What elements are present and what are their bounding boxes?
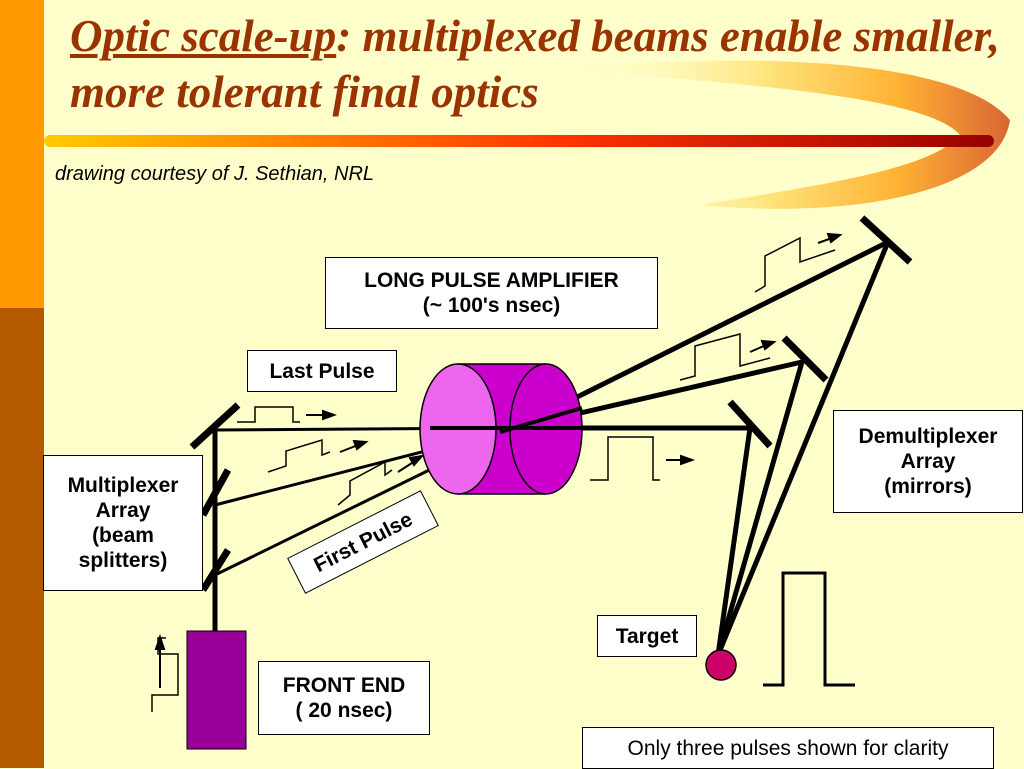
target-label: Target [597, 615, 697, 657]
title-suffix: : multiplexed beams enable smaller, more… [70, 11, 1000, 117]
target-text: Target [615, 624, 679, 648]
demux-line2: Array [900, 450, 956, 473]
amplifier-label-line1: LONG PULSE AMPLIFIER [364, 269, 619, 292]
front-end-block [186, 630, 247, 750]
pulse-shape-2 [267, 438, 331, 473]
demultiplexer-label: Demultiplexer Array (mirrors) [833, 410, 1023, 513]
beam-to-target-3 [715, 425, 753, 658]
multiplexer-line1: Multiplexer [67, 474, 179, 497]
pulse-shape-3 [337, 460, 393, 506]
front-end-label: FRONT END ( 20 nsec) [258, 661, 430, 735]
demux-mirror-low [727, 399, 773, 449]
front-end-line2: ( 20 nsec) [295, 699, 393, 722]
drawing-credit: drawing courtesy of J. Sethian, NRL [55, 163, 375, 185]
target-sphere [705, 649, 737, 681]
clarity-note: Only three pulses shown for clarity [582, 727, 994, 769]
beam-to-target-2 [715, 359, 805, 658]
multiplexer-line3: (beam [92, 524, 154, 547]
multiplexer-line2: Array [95, 499, 151, 522]
front-end-pulse-shape [151, 637, 179, 712]
multiplexer-mirror-top [189, 402, 241, 450]
amplifier-label-line2: (~ 100's nsec) [422, 294, 561, 317]
multiplexer-line4: splitters) [78, 549, 168, 572]
final-pulse-shape [763, 571, 855, 687]
demux-line1: Demultiplexer [858, 425, 998, 448]
beam-splitter-1 [199, 468, 232, 517]
side-bar-top [0, 0, 44, 308]
page-title: Optic scale-up: multiplexed beams enable… [70, 8, 1000, 120]
demux-mirror-top [859, 215, 913, 265]
front-end-line1: FRONT END [282, 674, 406, 697]
demux-line3: (mirrors) [884, 475, 972, 498]
amplifier-label: LONG PULSE AMPLIFIER (~ 100's nsec) [325, 257, 658, 329]
beam-splitter-2 [200, 548, 231, 592]
output-pulse-shape-2 [679, 333, 771, 381]
multiplexer-label: Multiplexer Array (beam splitters) [43, 455, 203, 591]
last-pulse-text: Last Pulse [269, 359, 375, 383]
demux-mirror-mid [781, 335, 829, 383]
output-pulse-shape [590, 436, 660, 481]
side-bar-bottom [0, 308, 44, 768]
clarity-note-text: Only three pulses shown for clarity [627, 736, 949, 760]
title-prefix: Optic scale-up [70, 11, 337, 61]
output-pulse-shape-3 [754, 236, 836, 293]
beam-to-target-1 [715, 239, 891, 658]
last-pulse-shape [237, 406, 300, 423]
last-pulse-label: Last Pulse [247, 350, 397, 392]
